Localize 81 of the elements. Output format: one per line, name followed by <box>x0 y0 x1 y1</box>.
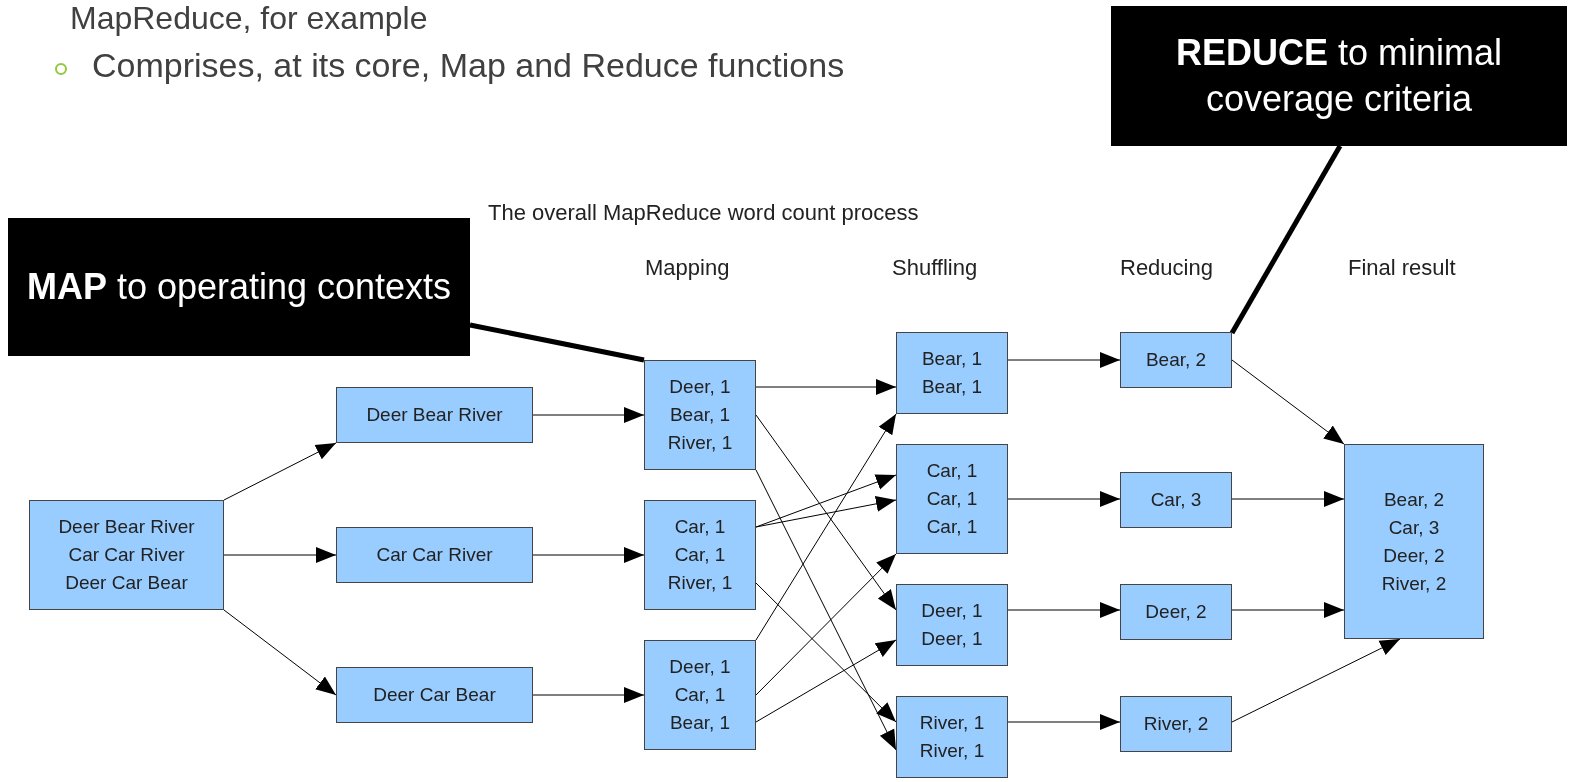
heading-text: MapReduce, for example <box>70 0 428 37</box>
process-box <box>1120 584 1232 640</box>
arrow <box>1007 352 1121 368</box>
node-text: Deer, 1 <box>921 627 983 651</box>
node-text: Deer, 1 <box>921 599 983 623</box>
node-text: Car, 3 <box>1388 515 1440 540</box>
callout-text: MAP to operating contexts <box>26 265 452 309</box>
process-box <box>644 360 756 470</box>
node-text: Bear, 1 <box>921 375 983 399</box>
node-text: Car Car River <box>376 543 493 567</box>
node-text: Deer Car Bear <box>65 571 188 595</box>
node-text: River, 1 <box>667 431 733 455</box>
arrow <box>1231 359 1345 445</box>
bullet-text: Comprises, at its core, Map and Reduce functions <box>92 46 845 85</box>
arrow <box>1231 602 1345 618</box>
process-box <box>644 500 756 610</box>
node-text: Deer, 2 <box>1145 600 1207 624</box>
node-text: Deer Bear River <box>58 515 195 539</box>
column-heading: Mapping <box>645 255 730 281</box>
process-box <box>1120 332 1232 388</box>
process-box <box>336 527 533 583</box>
process-box <box>336 667 533 723</box>
node-text: Bear, 2 <box>1145 348 1207 372</box>
arrow <box>755 379 897 395</box>
process-box <box>1344 444 1484 639</box>
node-text: River, 2 <box>1381 571 1447 596</box>
diagram-title: The overall MapReduce word count process <box>488 200 919 226</box>
node-text: Car, 1 <box>926 459 978 483</box>
node-text: Bear, 1 <box>669 403 731 427</box>
node-text: Car, 1 <box>926 515 978 539</box>
process-box <box>644 640 756 750</box>
node-text: Bear, 2 <box>1383 487 1445 512</box>
node-text: Car, 1 <box>926 487 978 511</box>
arrow <box>755 582 897 723</box>
arrow <box>532 547 645 563</box>
node-text: River, 1 <box>919 739 985 763</box>
column-heading: Reducing <box>1120 255 1213 281</box>
arrow <box>755 639 897 723</box>
arrow <box>1231 491 1345 507</box>
node-text: Deer, 1 <box>669 375 731 399</box>
node-text: Deer Car Bear <box>373 683 496 707</box>
node-text: Bear, 1 <box>921 347 983 371</box>
process-box <box>336 387 533 443</box>
process-box <box>29 500 224 610</box>
node-text: Car Car River <box>68 543 185 567</box>
arrow <box>1007 714 1121 730</box>
node-text: Deer Bear River <box>366 403 503 427</box>
arrow <box>532 687 645 703</box>
arrow <box>755 469 897 751</box>
node-text: River, 1 <box>919 711 985 735</box>
arrow <box>223 609 337 696</box>
column-heading: Final result <box>1348 255 1456 281</box>
node-text: Deer, 2 <box>1383 543 1445 568</box>
arrow <box>223 442 337 501</box>
node-text: Deer, 1 <box>669 655 731 679</box>
node-text: Car, 1 <box>674 683 726 707</box>
arrow <box>532 407 645 423</box>
process-box <box>1120 696 1232 752</box>
process-box <box>896 696 1008 778</box>
callout-text: REDUCE to minimal coverage criteria <box>1174 31 1504 121</box>
arrow <box>1007 491 1121 507</box>
column-heading: Shuffling <box>892 255 978 281</box>
process-box <box>1120 472 1232 528</box>
arrow <box>1231 638 1401 723</box>
callout-box <box>1111 6 1567 146</box>
leader-line <box>1229 144 1343 335</box>
process-box <box>896 332 1008 414</box>
node-text: Car, 1 <box>674 543 726 567</box>
process-box <box>896 584 1008 666</box>
leader-line <box>469 322 645 363</box>
node-text: Car, 1 <box>674 515 726 539</box>
node-text: Bear, 1 <box>669 711 731 735</box>
process-box <box>896 444 1008 554</box>
callout-box <box>8 218 470 356</box>
arrow <box>223 547 337 563</box>
node-text: River, 2 <box>1143 712 1209 736</box>
arrow <box>755 495 897 528</box>
node-text: River, 1 <box>667 571 733 595</box>
arrow <box>1007 602 1121 618</box>
node-text: Car, 3 <box>1150 488 1202 512</box>
arrow <box>755 553 897 696</box>
